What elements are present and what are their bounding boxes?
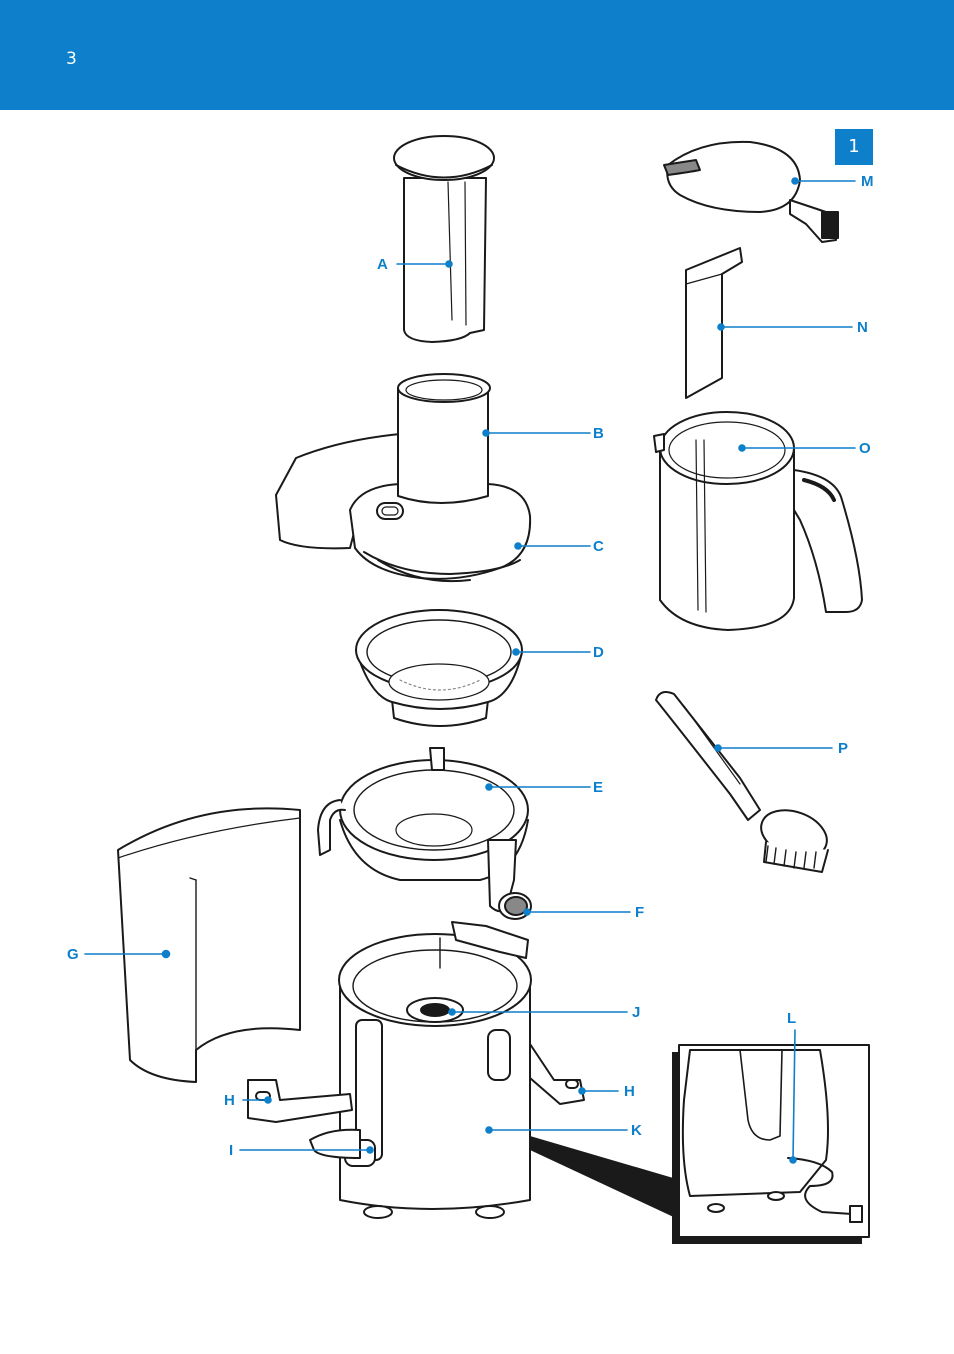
part-m-lid-illustration [664, 142, 838, 242]
part-d-filter-illustration [356, 610, 522, 726]
part-o-jug-illustration [654, 412, 862, 630]
part-ef-pulp-container-illustration [318, 748, 531, 919]
label-o: O [859, 441, 871, 457]
label-b: B [593, 426, 604, 442]
label-h-right: H [624, 1084, 635, 1100]
label-f: F [635, 905, 644, 921]
part-g-container-illustration [118, 808, 300, 1082]
label-d: D [593, 645, 604, 661]
label-g: G [67, 947, 79, 963]
label-l: L [787, 1011, 796, 1027]
part-a-pusher-illustration [394, 136, 494, 342]
part-bc-cover-illustration [276, 374, 530, 581]
label-a: A [377, 257, 388, 273]
label-i: I [229, 1143, 233, 1159]
part-n-separator-illustration [686, 248, 742, 398]
label-n: N [857, 320, 868, 336]
label-j: J [632, 1005, 640, 1021]
label-h-left: H [224, 1093, 235, 1109]
label-e: E [593, 780, 603, 796]
label-p: P [838, 741, 848, 757]
label-c: C [593, 539, 604, 555]
label-m: M [861, 174, 874, 190]
inset-cord-storage-illustration [530, 1045, 869, 1244]
part-p-brush-illustration [656, 692, 833, 872]
label-k: K [631, 1123, 642, 1139]
